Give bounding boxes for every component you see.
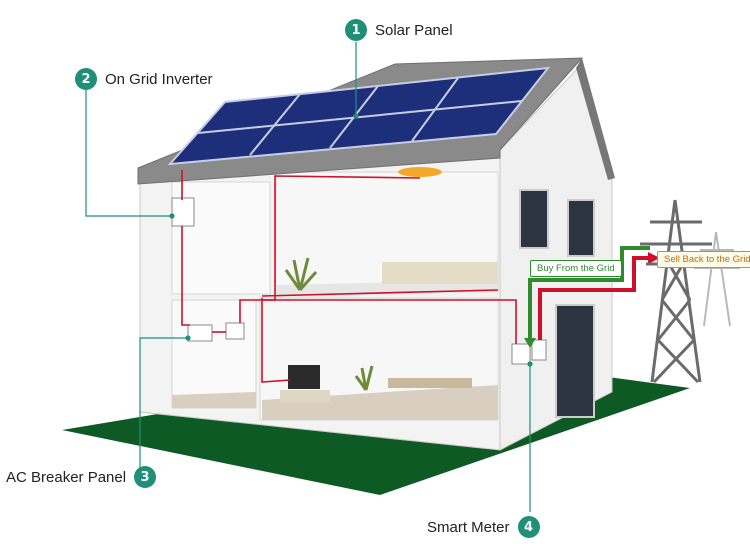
tv-stand — [280, 390, 330, 402]
buy-from-grid-tag: Buy From the Grid — [530, 260, 622, 277]
plant-lower — [354, 365, 374, 391]
inverter-device — [171, 197, 195, 227]
callout-on-grid-inverter: 2 On Grid Inverter — [75, 68, 213, 90]
lower-left-floor — [172, 392, 256, 408]
power-tower-distant — [694, 231, 740, 327]
buy-from-grid-arrow — [528, 246, 650, 340]
lower-left-room — [171, 299, 257, 409]
smart-meter-device — [511, 343, 531, 365]
ac-breaker-panel-label: AC Breaker Panel — [6, 468, 127, 486]
on-grid-inverter-label: On Grid Inverter — [105, 70, 213, 88]
red-wiring — [181, 170, 517, 383]
buy-arrowhead — [524, 338, 536, 348]
callout-number-2: 2 — [75, 68, 97, 90]
sofa — [382, 262, 498, 284]
plant-upper — [284, 257, 318, 291]
solar-panel-label: Solar Panel — [375, 21, 453, 39]
sell-back-to-grid-tag: Sell Back to the Grid — [657, 251, 750, 268]
callout-ac-breaker-panel: 3 AC Breaker Panel — [6, 466, 157, 488]
callout-number-3: 3 — [134, 466, 157, 488]
callout-leaders — [85, 42, 533, 512]
solar-panel-array — [167, 66, 551, 166]
smart-meter-label: Smart Meter — [427, 518, 510, 536]
roof-edge — [576, 58, 615, 180]
smart-meter-device-2 — [531, 339, 547, 361]
breaker-panel-device-2 — [225, 322, 245, 340]
dining-table — [388, 378, 472, 388]
sell-to-grid-arrow — [538, 256, 648, 340]
sell-arrowhead — [648, 252, 660, 264]
lower-floor-wood — [262, 385, 498, 420]
callout-solar-panel: 1 Solar Panel — [345, 19, 453, 41]
upper-floor — [276, 280, 498, 297]
callout-number-4: 4 — [517, 516, 540, 538]
side-window-2 — [567, 199, 595, 257]
breaker-panel-device — [187, 324, 213, 342]
power-tower — [640, 199, 712, 384]
callout-smart-meter: 4 Smart Meter — [427, 516, 540, 538]
callout-number-1: 1 — [345, 19, 367, 41]
side-window-1 — [519, 189, 549, 249]
tv — [288, 365, 320, 389]
ceiling-light — [398, 167, 442, 177]
side-door — [555, 304, 595, 418]
